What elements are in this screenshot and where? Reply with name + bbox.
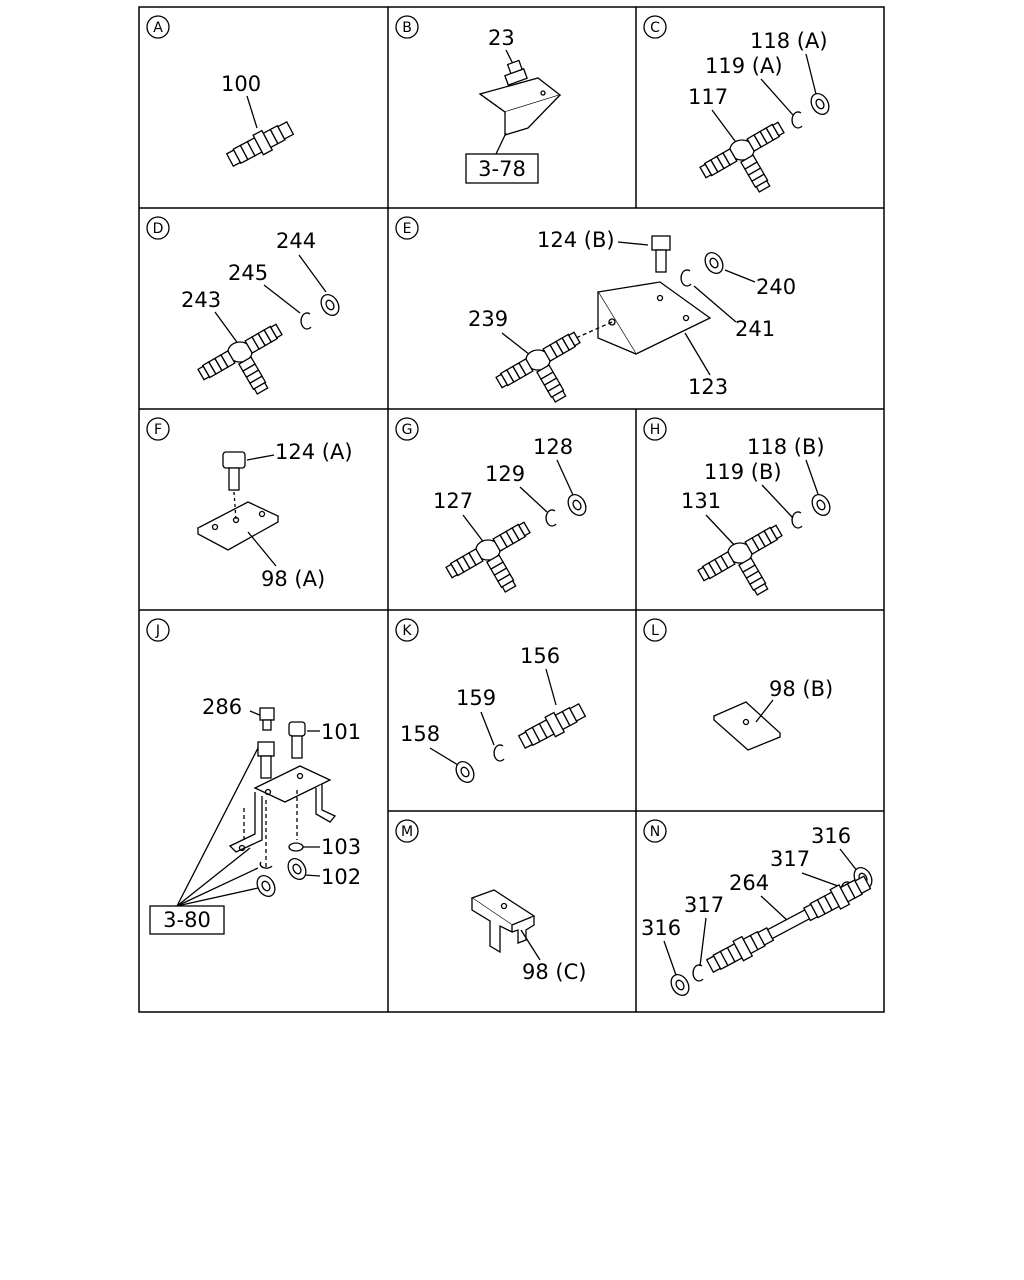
svg-text:119 (A): 119 (A) [705,54,783,78]
panel-c: C 118 (A) 119 (A) 117 [643,15,834,192]
panel-g: G 128 129 127 [395,417,591,592]
panel-e: E 124 (B) 240 241 123 239 [395,216,796,402]
svg-text:98 (B): 98 (B) [769,677,833,701]
svg-text:317: 317 [684,893,724,917]
svg-text:124 (B): 124 (B) [537,228,615,252]
svg-text:128: 128 [533,435,573,459]
svg-text:286: 286 [202,695,242,719]
svg-text:243: 243 [181,288,221,312]
svg-text:239: 239 [468,307,508,331]
svg-text:264: 264 [729,871,769,895]
panel-k: K 156 159 158 [395,618,588,787]
svg-text:3-78: 3-78 [478,157,526,181]
svg-text:101: 101 [321,720,361,744]
svg-text:124 (A): 124 (A) [275,440,353,464]
panel-d: D 244 245 243 [146,216,344,394]
svg-text:D: D [153,221,164,237]
panel-n: N 316 317 264 317 316 [641,819,877,1000]
panel-l: L 98 (B) [643,618,833,751]
svg-text:118 (B): 118 (B) [747,435,825,459]
panel-a: A 100 [146,15,296,171]
svg-text:M: M [401,824,413,840]
svg-text:118 (A): 118 (A) [750,29,828,53]
svg-text:123: 123 [688,375,728,399]
svg-text:241: 241 [735,317,775,341]
panel-h: H 118 (B) 119 (B) 131 [643,417,835,595]
panel-m: M 98 (C) [395,819,586,984]
svg-text:H: H [650,422,661,438]
panel-j: J 286 101 103 102 3-80 [146,618,361,935]
svg-text:240: 240 [756,275,796,299]
svg-text:244: 244 [276,229,316,253]
svg-text:127: 127 [433,489,473,513]
svg-text:100: 100 [221,72,261,96]
svg-text:156: 156 [520,644,560,668]
svg-text:119 (B): 119 (B) [704,460,782,484]
svg-text:L: L [651,623,659,639]
svg-text:245: 245 [228,261,268,285]
svg-text:103: 103 [321,835,361,859]
svg-text:98 (A): 98 (A) [261,567,325,591]
panel-b: B 23 3-78 [395,15,562,184]
svg-text:129: 129 [485,462,525,486]
svg-text:3-80: 3-80 [163,908,211,932]
svg-text:J: J [155,623,160,639]
svg-text:159: 159 [456,686,496,710]
svg-text:117: 117 [688,85,728,109]
panel-f: F 124 (A) 98 (A) [146,417,353,591]
svg-text:K: K [402,623,412,639]
svg-text:23: 23 [488,26,515,50]
svg-text:N: N [650,824,660,840]
svg-text:E: E [403,221,412,237]
svg-text:102: 102 [321,865,361,889]
svg-text:317: 317 [770,847,810,871]
panel-grid [138,6,885,1013]
svg-text:B: B [402,20,412,36]
svg-text:F: F [154,422,162,438]
svg-text:98 (C): 98 (C) [522,960,586,984]
svg-text:G: G [402,422,413,438]
svg-text:C: C [650,20,660,36]
svg-text:316: 316 [641,916,681,940]
svg-text:158: 158 [400,722,440,746]
svg-text:A: A [153,20,163,36]
svg-text:131: 131 [681,489,721,513]
svg-text:316: 316 [811,824,851,848]
